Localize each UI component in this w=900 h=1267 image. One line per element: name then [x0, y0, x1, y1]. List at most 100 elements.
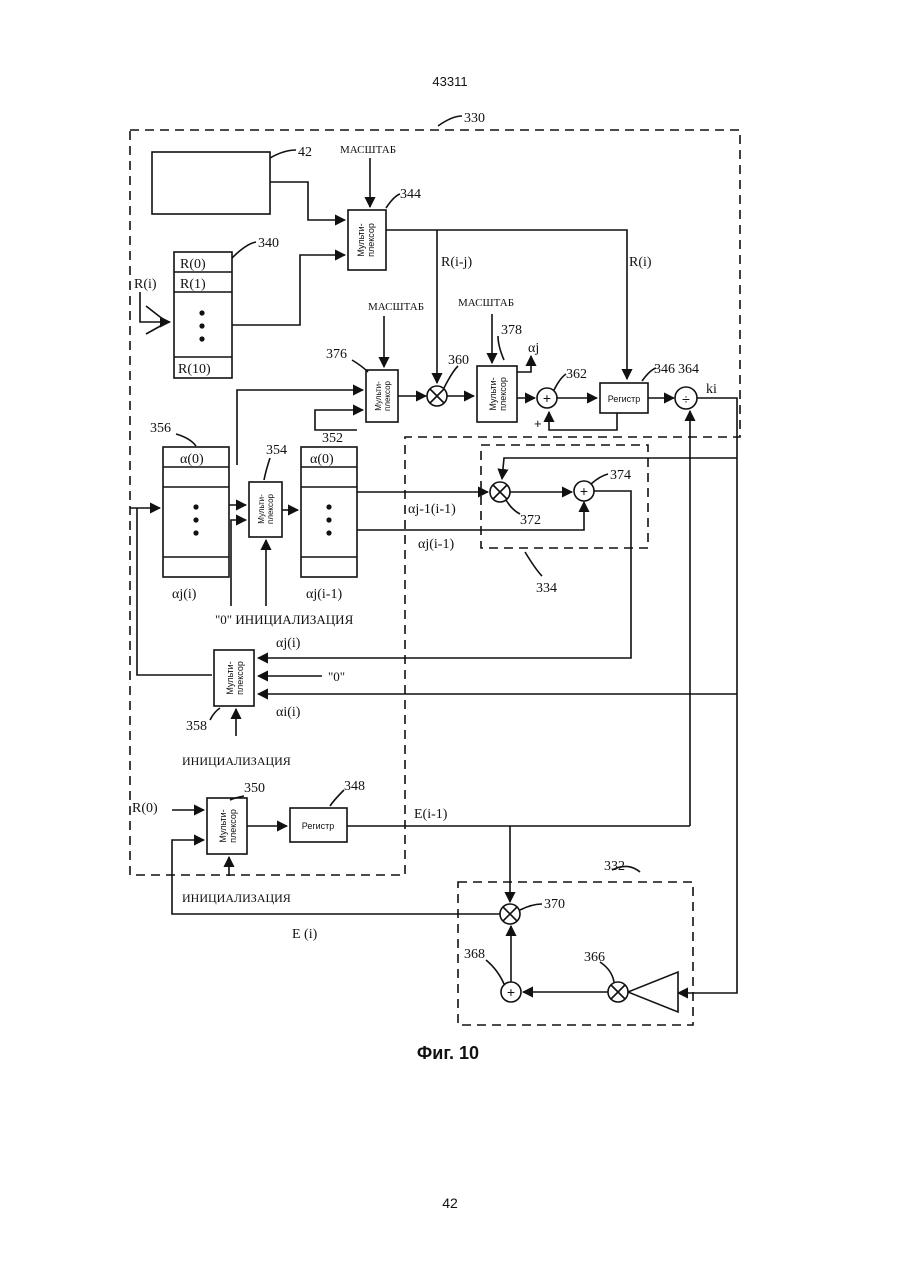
- leader-374: [591, 474, 608, 484]
- ref-334: 334: [536, 581, 557, 596]
- leader-366: [600, 962, 614, 982]
- leader-358: [210, 708, 220, 720]
- page-number: 42: [442, 1195, 458, 1211]
- label-r-i-j: R(i-j): [441, 255, 472, 270]
- ref-368: 368: [464, 947, 485, 962]
- wire-42-to-mux344: [270, 182, 345, 220]
- memory-352-row0: α(0): [310, 452, 334, 467]
- label-init-350: ИНИЦИАЛИЗАЦИЯ: [182, 891, 291, 905]
- ref-330: 330: [464, 111, 485, 126]
- leader-372: [506, 500, 520, 514]
- ref-344: 344: [400, 187, 421, 202]
- ref-374: 374: [610, 468, 631, 483]
- svg-text:Мульти-плексор: Мульти-плексор: [257, 493, 275, 524]
- leader-330: [438, 116, 462, 126]
- register-348-label: Регистр: [302, 821, 335, 831]
- svg-text:Мульти-плексор: Мульти-плексор: [374, 380, 392, 411]
- svg-text:Мульти-плексор: Мульти-плексор: [356, 223, 376, 257]
- leader-368: [486, 960, 504, 984]
- mux-350: Мульти-плексор: [207, 798, 247, 854]
- adder-368-symbol: +: [507, 984, 515, 1000]
- leader-340: [232, 242, 256, 258]
- register-346-label: Регистр: [608, 394, 641, 404]
- ref-354: 354: [266, 443, 287, 458]
- label-r-i: R(i): [629, 255, 652, 270]
- memory-row-r0: R(0): [180, 257, 206, 272]
- leader-376: [352, 360, 368, 372]
- memory-row-r10: R(10): [178, 362, 211, 377]
- wire-r-i-in-fan: [146, 306, 164, 334]
- label-scale-376: МАСШТАБ: [368, 301, 424, 313]
- svg-text:Мульти-плексор: Мульти-плексор: [488, 377, 508, 411]
- ref-42: 42: [298, 145, 312, 160]
- figure-caption: Фиг. 10: [417, 1043, 479, 1063]
- label-scale-378: МАСШТАБ: [458, 297, 514, 309]
- label-alpha-j-im1: αj(i-1): [418, 537, 454, 552]
- label-alpha-j-i-356: αj(i): [172, 587, 197, 602]
- leader-378: [498, 336, 504, 360]
- label-e-i: E (i): [292, 927, 318, 942]
- ref-348: 348: [344, 779, 365, 794]
- ref-350: 350: [244, 781, 265, 796]
- wire-r-i-in-a: [140, 292, 170, 322]
- leader-370: [520, 904, 542, 910]
- document-number: 43311: [432, 74, 467, 89]
- ref-356: 356: [150, 421, 171, 436]
- block-42: [152, 152, 270, 214]
- mux-378: Мульти-плексор: [477, 366, 517, 422]
- label-alpha-jm1-im1: αj-1(i-1): [408, 502, 456, 517]
- ref-352: 352: [322, 431, 343, 446]
- leader-344: [386, 194, 400, 208]
- label-r-i-input: R(i): [134, 277, 157, 292]
- wire-register346-feedback: [549, 412, 617, 430]
- ref-362: 362: [566, 367, 587, 382]
- svg-text:Мульти-плексор: Мульти-плексор: [218, 809, 238, 843]
- leader-360: [444, 366, 458, 388]
- adder-374-symbol: +: [580, 483, 588, 499]
- memory-356-row0: α(0): [180, 452, 204, 467]
- ref-376: 376: [326, 347, 347, 362]
- leader-356: [176, 434, 196, 446]
- adder-362-plus-input: +: [534, 416, 542, 431]
- wire-352-to-mux376: [315, 410, 363, 430]
- leader-362: [554, 374, 566, 390]
- mux-358: Мульти-плексор: [214, 650, 254, 706]
- label-alpha-j-out: αj: [528, 341, 539, 356]
- ref-370: 370: [544, 897, 565, 912]
- ref-332: 332: [604, 859, 625, 874]
- wire-zero-to-mux354: [231, 520, 246, 606]
- mux-376: Мульти-плексор: [366, 370, 398, 422]
- ref-346: 346: [654, 362, 675, 377]
- ref-364: 364: [678, 362, 699, 377]
- label-zero: "0": [328, 669, 345, 684]
- svg-text:Мульти-плексор: Мульти-плексор: [225, 661, 245, 695]
- ref-360: 360: [448, 353, 469, 368]
- label-alpha-j-im1-352: αj(i-1): [306, 587, 342, 602]
- wire-ki-to-366: [678, 398, 737, 993]
- label-e-im1: E(i-1): [414, 807, 448, 822]
- adder-362-symbol: +: [543, 390, 551, 406]
- leader-354: [264, 458, 270, 480]
- label-ki: ki: [706, 382, 717, 397]
- wire-alpha-j-im1-to-374: [357, 502, 584, 530]
- label-alpha-j-i: αj(i): [276, 636, 301, 651]
- wire-mux378-alpha-out: [517, 356, 531, 372]
- leader-348: [330, 790, 344, 806]
- label-alpha-i-i: αi(i): [276, 705, 301, 720]
- leader-334: [525, 552, 542, 576]
- mux-354: Мульти-плексор: [249, 482, 282, 537]
- ref-340: 340: [258, 236, 279, 251]
- mux-344: Мульти-плексор: [348, 210, 386, 270]
- divider-364-symbol: ÷: [682, 391, 690, 407]
- ref-358: 358: [186, 719, 207, 734]
- wire-340-to-mux344: [232, 255, 345, 325]
- leader-42: [270, 150, 296, 158]
- label-zero-init: "0" ИНИЦИАЛИЗАЦИЯ: [215, 612, 354, 627]
- label-scale-344: МАСШТАБ: [340, 144, 396, 156]
- label-r0-input: R(0): [132, 801, 158, 816]
- memory-row-r1: R(1): [180, 277, 206, 292]
- label-init-358: ИНИЦИАЛИЗАЦИЯ: [182, 754, 291, 768]
- ref-378: 378: [501, 323, 522, 338]
